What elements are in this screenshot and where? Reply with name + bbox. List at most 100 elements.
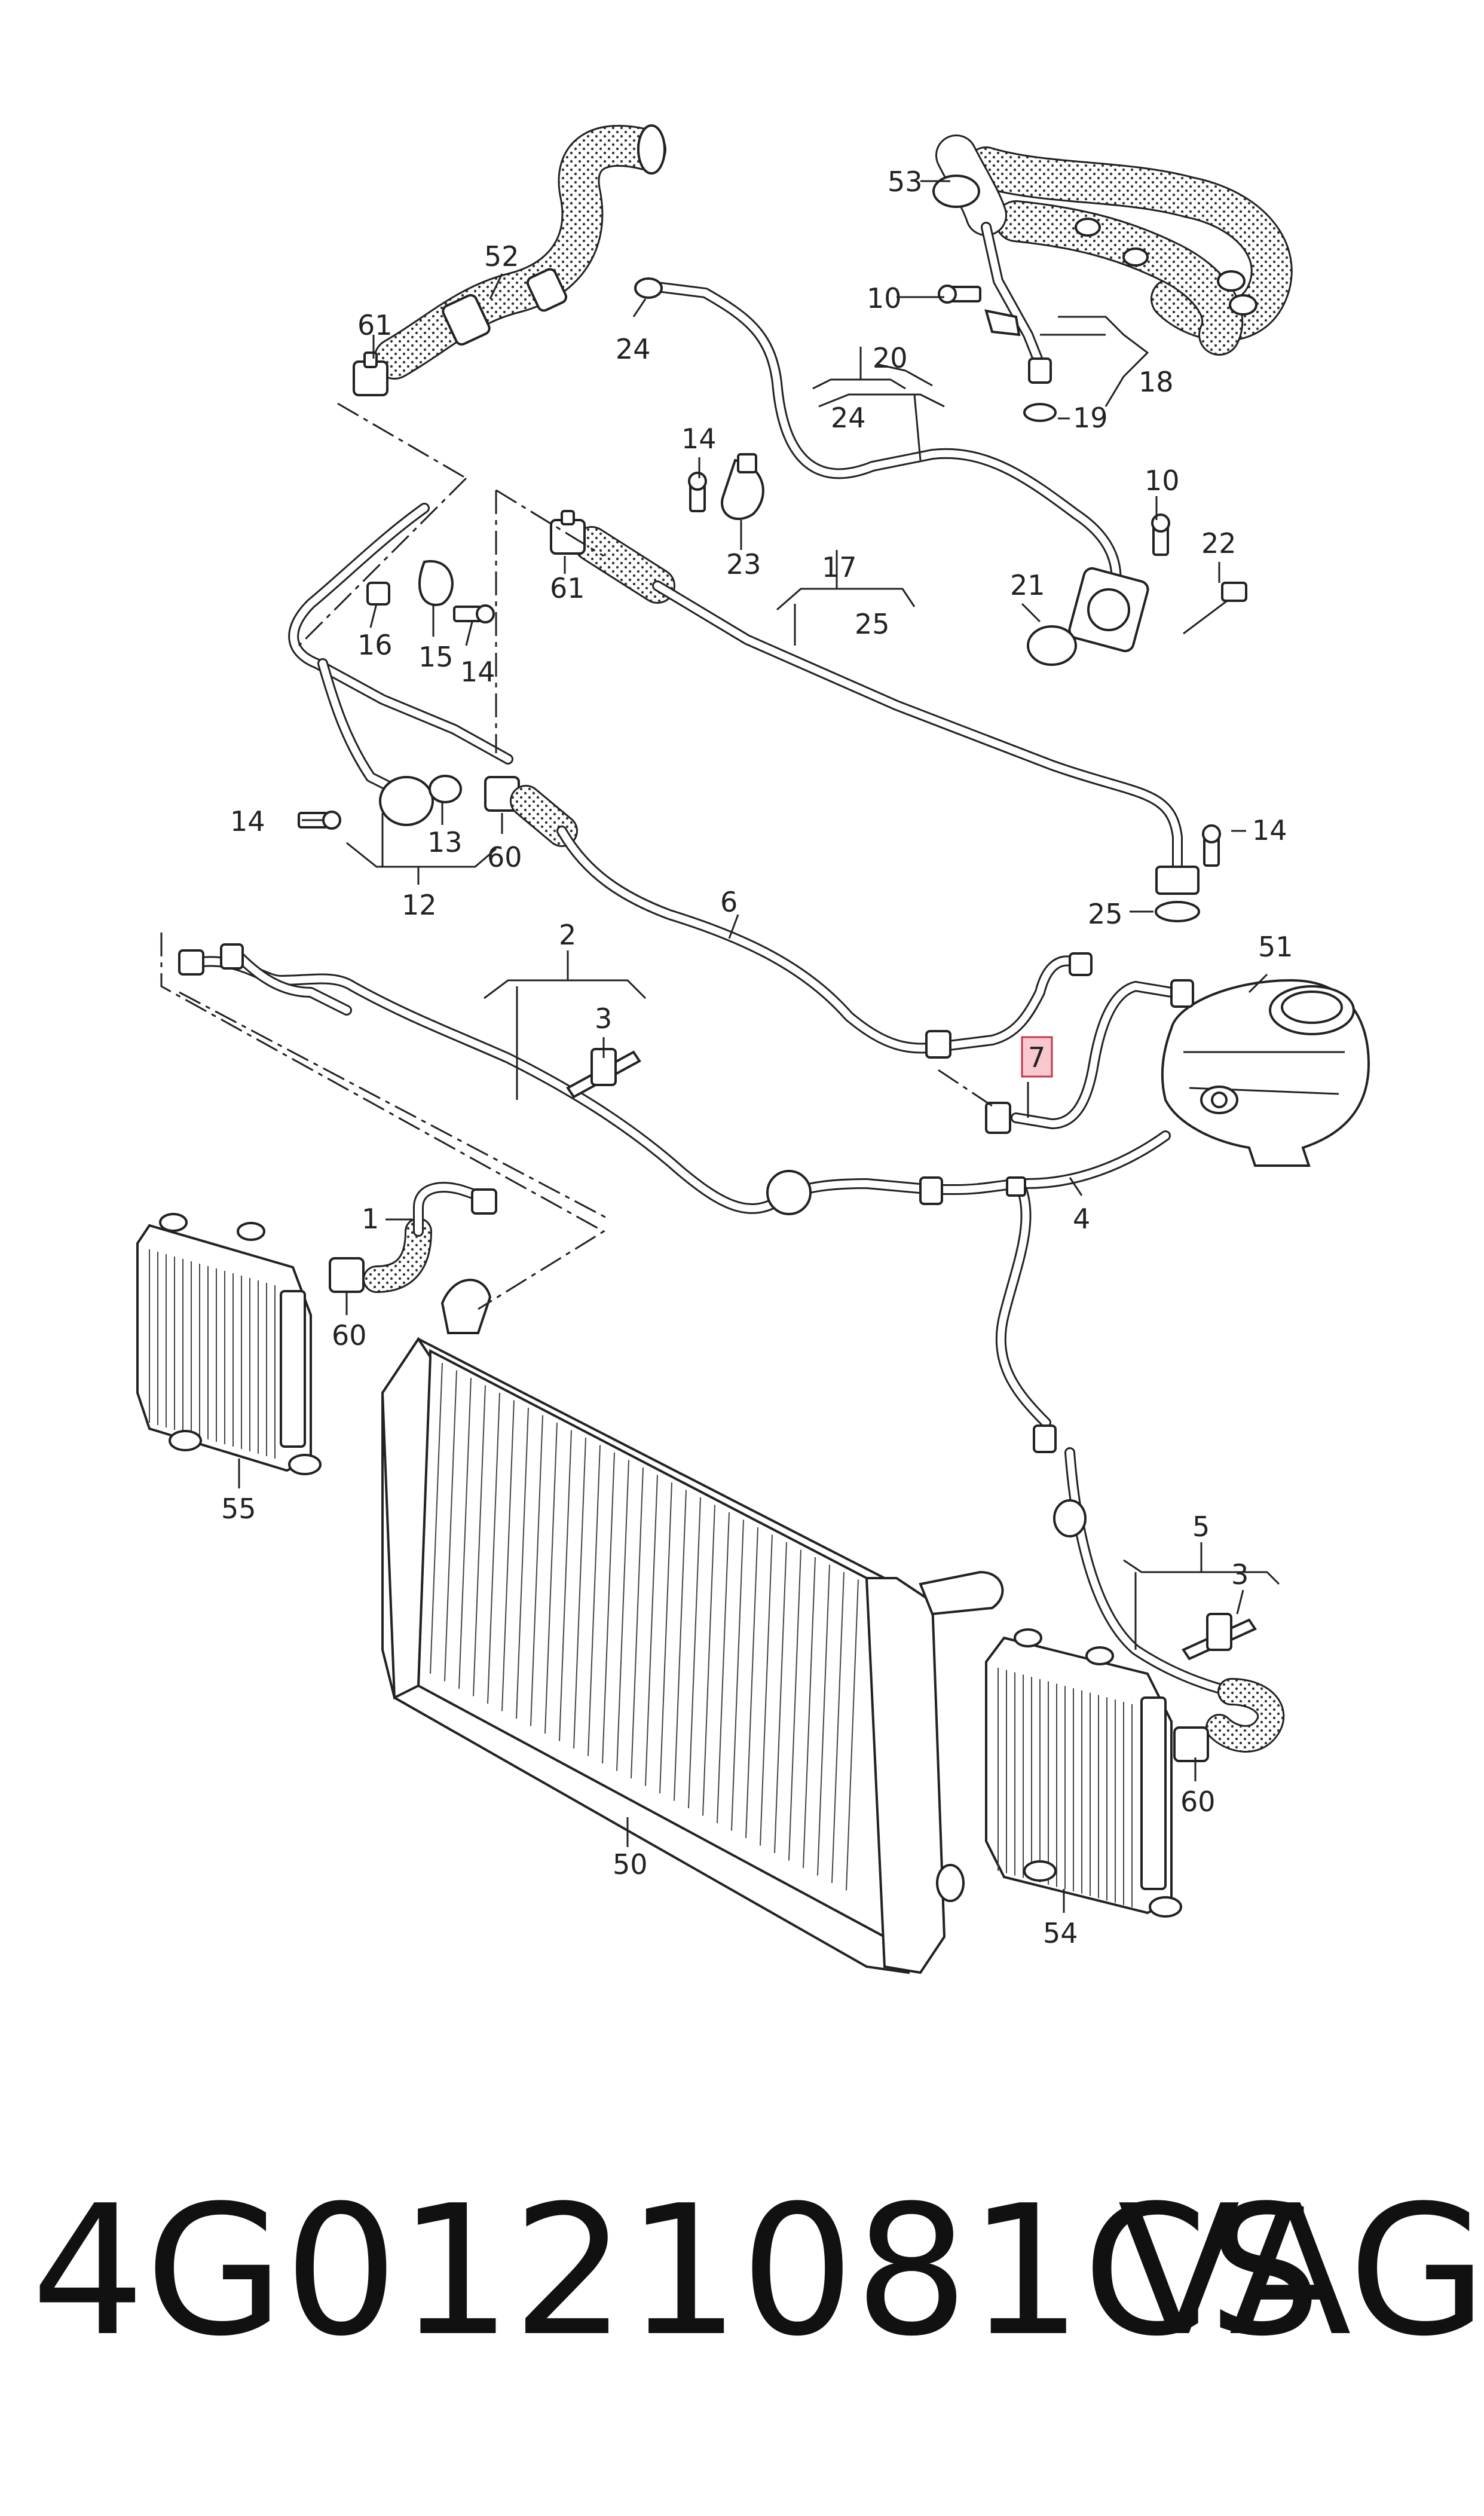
holder-3-lower (1182, 1613, 1257, 1661)
radiator-fin (530, 1415, 543, 1726)
coolant-hose-7 (985, 979, 1194, 1134)
radiator-fin (702, 1505, 715, 1816)
label-50: 50 (613, 1848, 648, 1881)
radiator-fin (501, 1400, 515, 1711)
radiator-fin (559, 1430, 572, 1741)
o-ring-25-lower (1155, 901, 1200, 922)
callout-labels: 53 52 61 24 10 20 18 24 19 14 23 10 22 6… (221, 166, 1293, 1949)
label-14-lower: 14 (230, 805, 265, 837)
radiator-fin (774, 1542, 787, 1854)
label-23: 23 (726, 548, 761, 580)
label-13: 13 (427, 826, 463, 858)
radiator-fin (487, 1392, 500, 1704)
coolant-pipe-12 (288, 503, 513, 826)
label-12: 12 (402, 889, 437, 921)
auxiliary-radiator-54 (985, 1628, 1182, 1918)
label-10-top: 10 (867, 282, 902, 314)
radiator-fin (745, 1527, 758, 1839)
label-22: 22 (1201, 527, 1237, 560)
label-25-lower: 25 (1088, 898, 1123, 930)
radiator-fin (458, 1377, 472, 1689)
label-14-top: 14 (681, 423, 717, 455)
radiator-fin (616, 1460, 629, 1771)
coolant-pipe-17 (574, 526, 1200, 895)
auxiliary-radiator-55 (136, 1213, 322, 1475)
label-1: 1 (362, 1203, 379, 1235)
label-21: 21 (1010, 569, 1045, 601)
label-4: 4 (1073, 1203, 1090, 1235)
bolt-14-right (1202, 824, 1221, 867)
bolt-14-top (688, 472, 707, 512)
label-55: 55 (221, 1493, 256, 1525)
o-ring-13 (429, 775, 462, 803)
retainer-15 (418, 560, 454, 606)
radiator-fin (731, 1520, 744, 1831)
radiator-fin (473, 1385, 486, 1696)
radiator-fin (817, 1564, 830, 1876)
coolant-pipe-20 (634, 277, 1149, 653)
label-60-right: 60 (1180, 1786, 1216, 1818)
highlight-box-7 (1021, 1036, 1053, 1078)
leader-lines (238, 180, 1280, 1913)
hose-clamp-60-left (329, 1257, 365, 1293)
label-16: 16 (357, 629, 393, 661)
label-60-mid: 60 (487, 841, 522, 873)
stud-bolt-22 (1183, 582, 1247, 635)
radiator-fin (831, 1572, 844, 1884)
radiator-fin (544, 1422, 558, 1734)
bracket-23 (721, 453, 764, 521)
expansion-tank-51 (1161, 979, 1370, 1167)
coolant-pipe-5 (1053, 1447, 1285, 1753)
bolt-10-mid (1151, 513, 1170, 556)
radiator-fin (516, 1407, 529, 1719)
bolt-14-left-upper (453, 604, 495, 623)
label-25-mid: 25 (855, 608, 890, 640)
label-24-top: 24 (616, 333, 651, 365)
label-6: 6 (720, 886, 738, 918)
part-number: 4G0121081CS (31, 2167, 1322, 2376)
label-14-right: 14 (1252, 814, 1287, 846)
radiator-fin (602, 1452, 615, 1764)
parts-diagram: 53 52 61 24 10 20 18 24 19 14 23 10 22 6… (136, 124, 1370, 1974)
hose-clamp-60-right (1173, 1726, 1209, 1762)
brand-name: VAG (1118, 2167, 1484, 2376)
o-ring-21 (1027, 625, 1077, 666)
radiator-fin (659, 1482, 672, 1794)
label-19: 19 (1073, 402, 1108, 434)
radiator-fin (846, 1579, 859, 1891)
label-3-lower: 3 (1231, 1558, 1249, 1591)
label-60-left: 60 (332, 1319, 367, 1352)
pipe-assembly-53 (932, 134, 1293, 356)
radiator-fin (674, 1490, 687, 1801)
label-24-mid: 24 (831, 402, 866, 434)
clip-16 (366, 582, 390, 606)
label-17: 17 (822, 551, 857, 583)
label-53: 53 (888, 166, 923, 198)
coolant-hose-52 (374, 124, 666, 380)
bolt-10-top (938, 285, 981, 304)
label-61-top: 61 (357, 309, 393, 341)
radiator-fin (631, 1467, 644, 1779)
label-7: 7 (1028, 1041, 1045, 1074)
label-20: 20 (873, 342, 908, 374)
label-51: 51 (1258, 931, 1293, 963)
radiator-fin (688, 1497, 701, 1809)
radiator-fin (788, 1549, 801, 1861)
label-10-mid: 10 (1145, 464, 1180, 497)
hose-clamp-61-mid (550, 510, 586, 555)
label-18: 18 (1139, 366, 1174, 398)
radiator-fin (573, 1437, 586, 1749)
radiator-fin (760, 1534, 773, 1846)
label-54: 54 (1043, 1917, 1078, 1949)
label-15: 15 (418, 641, 454, 673)
radiator-50 (381, 1279, 1004, 1974)
label-61-mid: 61 (550, 572, 585, 604)
radiator-fin (645, 1475, 658, 1786)
radiator-fin (444, 1370, 457, 1682)
coolant-pipe-4 (919, 1130, 1171, 1453)
radiator-fin (588, 1445, 601, 1756)
coolant-pipe-2 (178, 943, 938, 1215)
label-52: 52 (484, 240, 519, 273)
label-2: 2 (559, 919, 576, 951)
o-ring-19 (1023, 403, 1057, 422)
